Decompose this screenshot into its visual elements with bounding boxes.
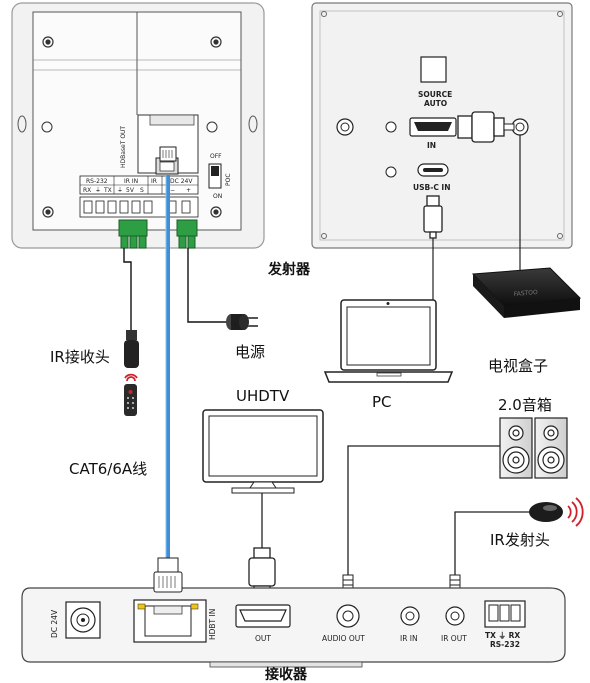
screw-hole-icon [42,36,222,218]
svg-text:HDBT IN: HDBT IN [208,609,217,640]
svg-text:IR IN: IR IN [400,634,418,643]
svg-text:AUDIO OUT: AUDIO OUT [322,634,365,643]
remote-control-icon [124,373,138,416]
svg-text:S: S [140,187,144,194]
svg-text:ON: ON [213,193,222,200]
hdmi-plug [457,111,505,143]
svg-text:AUTO: AUTO [424,99,447,108]
svg-text:USB-C IN: USB-C IN [413,183,451,192]
power-cable [187,248,228,323]
svg-text:OFF: OFF [210,153,222,160]
dc-24v-port[interactable] [65,601,101,639]
ir-in-port[interactable] [400,606,420,626]
usbc-plug [423,195,443,239]
svg-text:DC 24V: DC 24V [50,609,59,638]
audio-plug [503,118,529,136]
rj45-plug-top [159,146,177,162]
receiver-caption: 接收器 [265,666,308,683]
pc-label: PC [372,393,392,411]
hdmi-in-port[interactable] [409,117,457,137]
svg-text:⏚: ⏚ [117,187,123,194]
tv-box-icon: FASTOO [471,267,582,318]
terminal-label-strip: RS-232 IR IN IR DC 24V RX ⏚ TX ⏚ 5V S − … [79,175,199,195]
rj45-plug-bottom [153,557,183,593]
svg-text:IR OUT: IR OUT [441,634,467,643]
hdmi-out-port[interactable] [235,604,291,628]
svg-text:RX: RX [83,187,91,194]
uhdtv-monitor-icon [202,409,324,494]
transmitter-caption: 发射器 [267,261,311,278]
svg-text:5V: 5V [126,187,135,194]
svg-text:RS-232: RS-232 [490,640,520,649]
hdbt-in-port[interactable] [133,599,207,643]
svg-text:⏚: ⏚ [95,187,101,194]
hdbaset-out-label: HDBaseT OUT [120,126,127,168]
audio-cable [347,445,500,575]
svg-text:IR: IR [151,178,157,185]
cat-cable [165,175,170,560]
ir-receiver-cable [123,248,132,330]
speakers-icon [499,417,568,479]
power-label: 电源 [235,343,265,361]
ir-out-port[interactable] [445,606,465,626]
green-plug-ir[interactable] [118,219,148,249]
svg-text:IR IN: IR IN [124,178,138,185]
cable-label: CAT6/6A线 [69,460,147,478]
tv-box-label: 电视盒子 [488,357,548,375]
ir-receiver-icon [124,330,139,368]
transmitter-front-plate: SOURCE AUTO IN USB-C IN [311,2,573,249]
svg-text:TX: TX [103,187,112,194]
ir-receiver-label: IR接收头 [50,348,110,366]
pc-laptop-icon [323,299,454,383]
terminal-block-row[interactable] [79,196,199,218]
usbc-in-port[interactable] [417,163,449,177]
hdbaset-out-port[interactable] [155,157,179,175]
transmitter-rear-panel: HDBaseT OUT OFF ON POC RS-232 IR IN IR D… [11,2,265,249]
svg-text:TX ⏚ RX: TX ⏚ RX [485,631,520,640]
svg-text:OUT: OUT [255,634,271,643]
uhdtv-label: UHDTV [236,387,290,405]
green-plug-power[interactable] [176,219,198,249]
audio-out-port[interactable] [336,604,360,628]
svg-text:FASTOO: FASTOO [514,289,539,298]
svg-text:DC 24V: DC 24V [170,178,193,185]
svg-text:+: + [186,187,191,194]
poc-switch[interactable]: OFF ON POC [208,153,232,200]
receiver-panel: DC 24V HDBT IN OUT AUDIO OUT [21,587,566,668]
svg-text:SOURCE: SOURCE [418,90,452,99]
svg-text:IN: IN [427,141,436,150]
ir-emitter-label: IR发射头 [490,531,550,549]
svg-text:RS-232: RS-232 [86,178,108,185]
svg-text:POC: POC [225,173,232,186]
ir-emitter-cable [454,511,530,575]
ir-emitter-icon [529,497,584,527]
hdmi-cable-to-box [432,135,521,300]
source-auto-button[interactable] [420,56,447,83]
speakers-label: 2.0音箱 [498,396,552,414]
rs232-terminal[interactable] [484,600,526,628]
svg-text:−: − [170,187,175,194]
power-adapter-icon [226,314,258,330]
